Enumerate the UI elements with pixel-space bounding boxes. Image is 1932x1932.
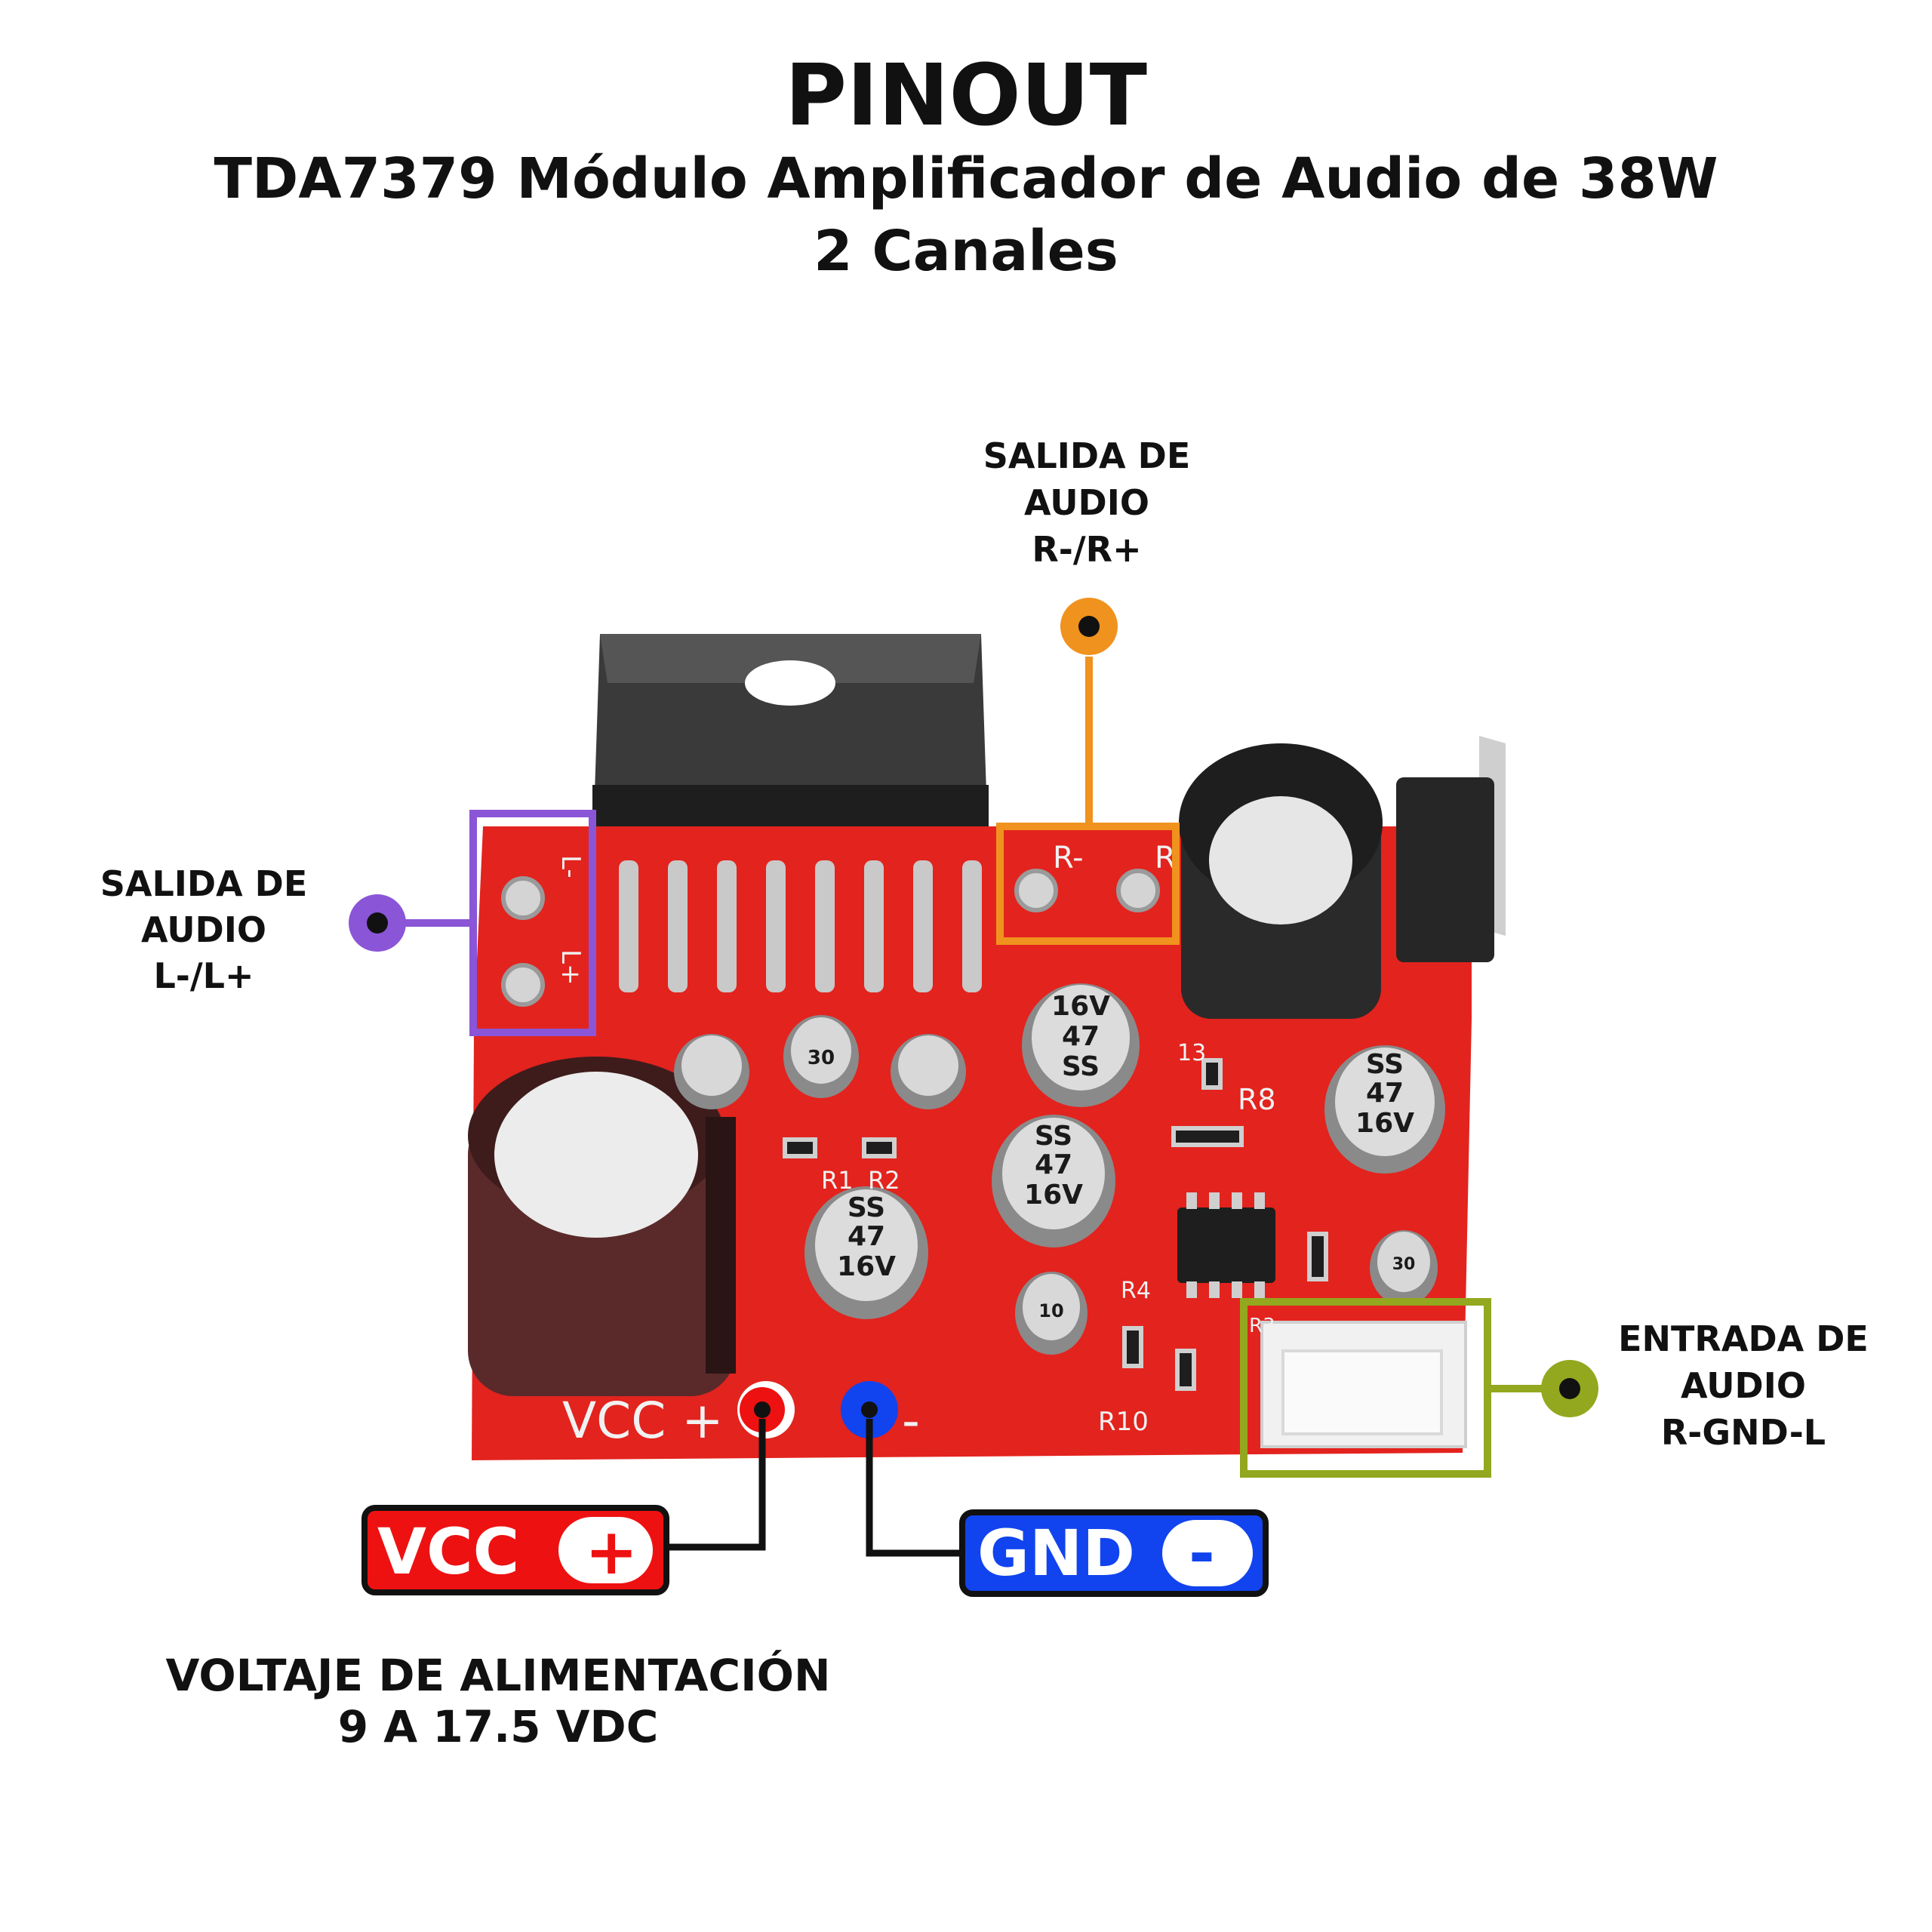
- capacitor-small-4: 10: [1015, 1272, 1088, 1355]
- silk-r1: R1: [821, 1166, 854, 1195]
- svg-text:47: 47: [1035, 1149, 1072, 1180]
- svg-text:30: 30: [808, 1047, 835, 1069]
- gnd-leader: [866, 1419, 966, 1557]
- callout-left-output: [349, 810, 596, 1036]
- svg-text:30: 30: [1392, 1255, 1416, 1274]
- terminal-r-minus: [1014, 869, 1058, 912]
- silk-r13: 13: [1177, 1040, 1206, 1066]
- capacitor-small-5: 30: [1370, 1230, 1438, 1306]
- ic-chip: [1177, 1192, 1275, 1298]
- capacitor-small-1: [674, 1034, 749, 1109]
- capacitor-ss47-a: 16V 47 SS: [1022, 983, 1140, 1107]
- label-right-output-2: AUDIO: [1024, 482, 1149, 523]
- svg-text:16V: 16V: [1024, 1180, 1083, 1211]
- supply-voltage-range: 9 A 17.5 VDC: [338, 1701, 659, 1752]
- svg-text:SS: SS: [1062, 1051, 1100, 1082]
- svg-text:16V: 16V: [1051, 991, 1110, 1022]
- pad-gnd: [841, 1381, 898, 1438]
- silk-l-plus: L+: [555, 949, 586, 985]
- gnd-badge: GND -: [959, 1509, 1269, 1597]
- svg-text:47: 47: [848, 1221, 885, 1252]
- gnd-badge-symbol: -: [1189, 1516, 1215, 1590]
- label-left-output-1: SALIDA DE: [100, 863, 308, 904]
- silk-r8: R8: [1238, 1083, 1276, 1116]
- vcc-badge-text: VCC: [377, 1515, 519, 1589]
- silk-r-minus: R-: [1053, 841, 1084, 875]
- label-left-output-3: L-/L+: [153, 955, 254, 996]
- terminal-r-plus: [1116, 869, 1160, 912]
- silk-r10: R10: [1098, 1407, 1149, 1437]
- smd-resistors: [783, 1058, 1328, 1391]
- tda7379-chip: [592, 634, 989, 860]
- label-right-output-3: R-/R+: [1032, 529, 1141, 570]
- silk-r2: R2: [868, 1166, 900, 1195]
- label-input-1: ENTRADA DE: [1618, 1318, 1869, 1359]
- label-input-2: AUDIO: [1681, 1365, 1806, 1406]
- svg-text:SS: SS: [1366, 1049, 1404, 1080]
- svg-text:SS: SS: [848, 1192, 885, 1223]
- silk-r4: R4: [1121, 1278, 1151, 1304]
- vcc-leader: [664, 1419, 766, 1551]
- capacitor-ss47-c: SS 47 16V: [804, 1186, 928, 1319]
- capacitor-small-3: [891, 1034, 966, 1109]
- terminal-l-minus: [501, 876, 545, 920]
- voltage-regulator: [1396, 736, 1506, 962]
- silk-r3: R3: [1249, 1315, 1275, 1337]
- capacitor-large-top: [1179, 743, 1383, 1019]
- label-input-3: R-GND-L: [1661, 1412, 1826, 1453]
- svg-text:47: 47: [1062, 1021, 1100, 1052]
- supply-voltage-title: VOLTAJE DE ALIMENTACIÓN: [165, 1649, 830, 1701]
- page-title: PINOUT: [785, 47, 1147, 145]
- terminal-l-plus: [501, 963, 545, 1007]
- svg-text:SS: SS: [1035, 1121, 1072, 1152]
- capacitor-large-bottom: [468, 1057, 736, 1396]
- silk-minus: -: [902, 1392, 920, 1450]
- chip-legs: [619, 860, 982, 992]
- page-subtitle-channels: 2 Canales: [814, 219, 1118, 284]
- svg-text:16V: 16V: [837, 1251, 896, 1282]
- capacitor-ss47-d: SS 47 16V: [1324, 1045, 1445, 1174]
- pad-vcc: [737, 1381, 795, 1438]
- vcc-badge: VCC +: [361, 1505, 669, 1595]
- svg-text:16V: 16V: [1355, 1108, 1414, 1139]
- label-right-output-1: SALIDA DE: [983, 435, 1191, 476]
- page-subtitle: TDA7379 Módulo Amplificador de Audio de …: [214, 146, 1718, 211]
- svg-text:10: 10: [1038, 1300, 1063, 1321]
- svg-text:47: 47: [1366, 1078, 1404, 1109]
- capacitor-small-2: 30: [783, 1015, 859, 1098]
- input-connector: [1260, 1321, 1467, 1448]
- callout-right-output: [996, 598, 1180, 945]
- amplifier-board: 16V 47 SS SS 47 16V SS 47 16V SS 47 16V: [468, 634, 1506, 1460]
- vcc-badge-symbol: +: [585, 1515, 638, 1589]
- silk-vcc: VCC +: [562, 1392, 724, 1450]
- silk-l-minus: L-: [555, 855, 586, 878]
- callout-input: [1240, 1298, 1598, 1478]
- capacitor-ss47-b: SS 47 16V: [992, 1115, 1115, 1247]
- label-left-output-2: AUDIO: [141, 909, 266, 950]
- gnd-badge-text: GND: [977, 1516, 1135, 1590]
